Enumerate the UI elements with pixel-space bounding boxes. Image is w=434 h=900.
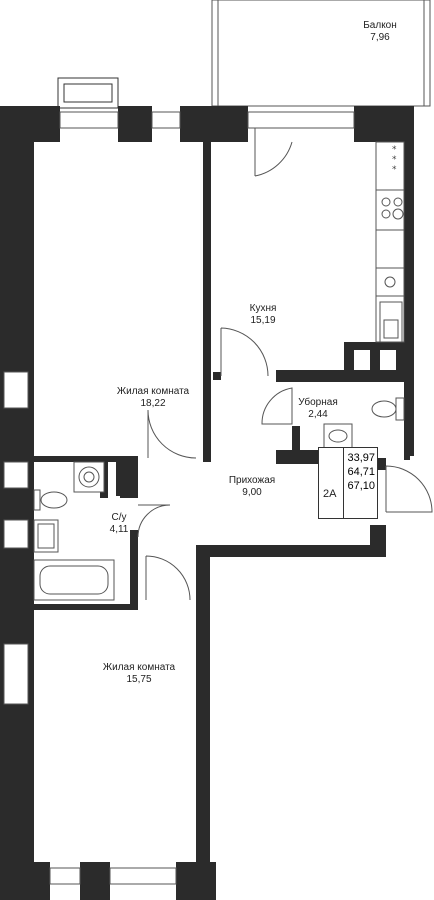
area-summary: 2А 33,97 64,71 67,10	[318, 447, 378, 519]
room-name: Жилая комната	[102, 662, 176, 673]
balcony-rail-right	[423, 0, 431, 107]
balcony-rail	[211, 0, 219, 107]
room-label-kitchen: Кухня 15,19	[250, 303, 277, 327]
room-area: 15,75	[126, 674, 152, 685]
room-area: 2,44	[308, 409, 328, 420]
room-label-balcony: Балкон 7,96	[363, 20, 397, 44]
kitchen-fixtures	[375, 141, 405, 343]
doors	[137, 128, 433, 601]
room-area: 15,19	[250, 315, 276, 326]
svg-text:*: *	[392, 145, 397, 155]
room-label-bathroom: С/у 4,11	[110, 512, 129, 536]
room-area: 7,96	[370, 32, 390, 43]
room-name: Кухня	[249, 303, 277, 314]
living-area: 33,97	[347, 452, 375, 464]
balcony-outline	[211, 0, 431, 107]
total-area: 64,71	[347, 466, 375, 478]
area-values: 33,97 64,71 67,10	[343, 448, 378, 518]
stove-burner-marks: ***	[392, 145, 397, 175]
room-label-hallway: Прихожая 9,00	[229, 475, 275, 499]
room-label-living-2: Жилая комната 15,75	[103, 662, 175, 686]
svg-text:*: *	[392, 165, 397, 175]
room-name: Балкон	[363, 20, 397, 31]
bath-fixtures	[33, 461, 115, 601]
room-name: Жилая комната	[116, 386, 190, 397]
walls	[0, 106, 414, 900]
room-name: С/у	[111, 512, 127, 523]
room-label-living-1: Жилая комната 18,22	[117, 386, 189, 410]
room-area: 18,22	[140, 398, 166, 409]
room-label-wc: Уборная 2,44	[298, 397, 337, 421]
room-name: Прихожая	[228, 475, 276, 486]
windows	[3, 111, 355, 885]
room-area: 4,11	[109, 524, 129, 535]
svg-text:*: *	[392, 155, 397, 165]
room-name: Уборная	[298, 397, 338, 408]
room-area: 9,00	[242, 487, 262, 498]
apartment-type: 2А	[323, 488, 337, 500]
radiator-inner	[63, 83, 113, 103]
total-area-with-balcony: 67,10	[347, 480, 375, 492]
